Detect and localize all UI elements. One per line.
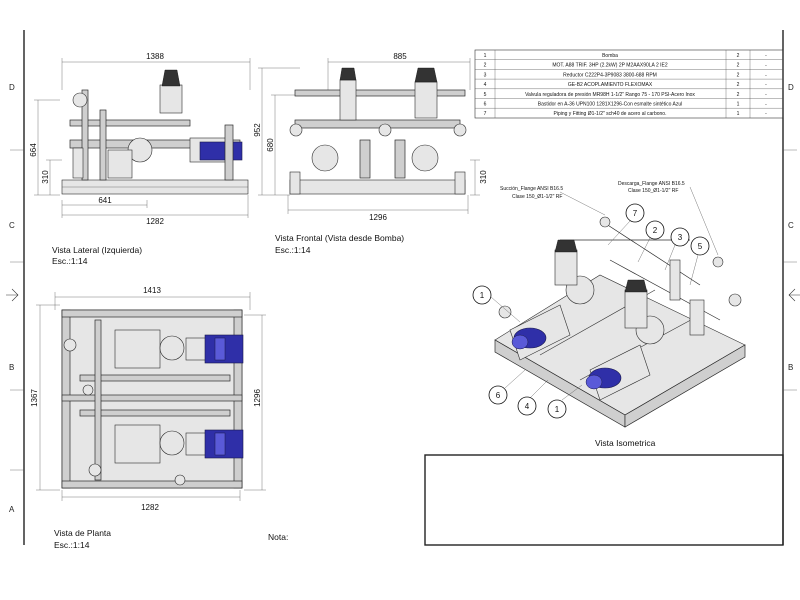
balloon-1-bottom: 1 bbox=[547, 384, 583, 419]
center-mark-right bbox=[788, 288, 800, 302]
svg-text:2: 2 bbox=[737, 63, 740, 69]
plan-scale: Esc.:1:14 bbox=[54, 540, 90, 550]
svg-text:-: - bbox=[765, 111, 767, 117]
svg-text:2: 2 bbox=[737, 92, 740, 98]
dim-frontal-mid: 680 bbox=[266, 138, 275, 152]
svg-text:Bomba: Bomba bbox=[602, 53, 618, 59]
svg-text:2: 2 bbox=[737, 82, 740, 88]
frontal-scale: Esc.:1:14 bbox=[275, 245, 311, 255]
svg-text:-: - bbox=[765, 63, 767, 69]
dim-lateral-mid: 641 bbox=[98, 196, 112, 205]
suction-callout-line2: Clase 150_Ø1-1/2" RF bbox=[512, 194, 562, 200]
lateral-caption: Vista Lateral (Izquierda) bbox=[52, 245, 142, 255]
balloon-7: 7 bbox=[607, 203, 645, 246]
svg-text:-: - bbox=[765, 92, 767, 98]
svg-text:1: 1 bbox=[484, 53, 487, 59]
dim-plan-bottom: 1282 bbox=[141, 503, 159, 512]
zone-right-b: B bbox=[788, 363, 793, 372]
svg-text:Reductor C222P4-3P9083 3800-68: Reductor C222P4-3P9083 3800-688 RPM bbox=[563, 72, 657, 78]
dim-lateral-bottom: 1282 bbox=[146, 217, 164, 226]
dim-frontal-height: 952 bbox=[253, 123, 262, 137]
bom-row: 4 GE-B2 ACOPLAMIENTO FLEXOMAX 2 - bbox=[484, 82, 768, 88]
zone-left-a: A bbox=[9, 505, 15, 514]
bom-table: 1 Bomba 2 - 2 MOT. A88 TRIF. 3HP (2.2kW)… bbox=[474, 49, 784, 119]
title-block bbox=[424, 454, 784, 546]
svg-text:2: 2 bbox=[653, 226, 658, 235]
nota-label: Nota: bbox=[268, 532, 288, 542]
balloon-3: 3 bbox=[664, 227, 690, 271]
zone-right-c: C bbox=[788, 221, 794, 230]
dim-plan-height: 1367 bbox=[30, 389, 39, 407]
bom-row: 7 Piping y Fitting Ø1-1/2" sch40 de acer… bbox=[484, 111, 768, 117]
dim-plan-top: 1413 bbox=[143, 286, 161, 295]
discharge-callout-line1: Descarga_Flange ANSI B16.5 bbox=[618, 181, 685, 187]
dim-lateral-top: 1388 bbox=[146, 52, 164, 61]
iso-caption: Vista Isometrica bbox=[595, 438, 656, 448]
svg-text:7: 7 bbox=[633, 209, 638, 218]
svg-text:Valvula reguladora de presión: Valvula reguladora de presión MR98H 1-1/… bbox=[525, 92, 695, 98]
bom-row: 1 Bomba 2 - bbox=[484, 53, 768, 59]
discharge-callout-line2: Clase 150_Ø1-1/2" RF bbox=[628, 188, 678, 194]
svg-text:6: 6 bbox=[496, 391, 501, 400]
svg-text:-: - bbox=[765, 72, 767, 78]
svg-text:1: 1 bbox=[555, 405, 560, 414]
balloon-6: 6 bbox=[488, 369, 526, 405]
suction-callout-line1: Succión_Flange ANSI B16.5 bbox=[500, 186, 563, 192]
svg-text:-: - bbox=[765, 102, 767, 108]
balloon-5: 5 bbox=[689, 236, 710, 286]
zone-ticks bbox=[10, 149, 797, 471]
zone-right-d: D bbox=[788, 83, 794, 92]
dim-frontal-bottom: 1296 bbox=[369, 213, 387, 222]
dim-plan-right-height: 1296 bbox=[253, 389, 262, 407]
dim-lateral-height: 664 bbox=[29, 143, 38, 157]
bom-row: 3 Reductor C222P4-3P9083 3800-688 RPM 2 … bbox=[484, 72, 768, 78]
dim-frontal-low: 310 bbox=[479, 170, 488, 184]
bom-row: 5 Valvula reguladora de presión MR98H 1-… bbox=[484, 92, 768, 98]
svg-text:1: 1 bbox=[737, 102, 740, 108]
svg-text:4: 4 bbox=[525, 402, 530, 411]
svg-text:2: 2 bbox=[737, 53, 740, 59]
zone-left-b: B bbox=[9, 363, 14, 372]
center-mark-left bbox=[6, 288, 19, 302]
bom-row: 6 Bastidor en A-36 UPN100 1281X1296-Con … bbox=[484, 102, 768, 108]
frontal-caption: Vista Frontal (Vista desde Bomba) bbox=[275, 233, 404, 243]
balloon-1-left: 1 bbox=[472, 285, 521, 323]
svg-text:GE-B2 ACOPLAMIENTO FLEXOMAX: GE-B2 ACOPLAMIENTO FLEXOMAX bbox=[568, 82, 653, 88]
frontal-view: 885 952 680 310 1296 bbox=[253, 52, 488, 222]
zone-left-c: C bbox=[9, 221, 15, 230]
svg-text:6: 6 bbox=[484, 102, 487, 108]
svg-text:-: - bbox=[765, 82, 767, 88]
zone-left-d: D bbox=[9, 83, 15, 92]
svg-text:5: 5 bbox=[698, 242, 703, 251]
svg-text:MOT. A88 TRIF. 3HP (2.2kW) 2P: MOT. A88 TRIF. 3HP (2.2kW) 2P M2AAX90LA … bbox=[552, 63, 668, 69]
dim-frontal-top: 885 bbox=[393, 52, 407, 61]
svg-text:5: 5 bbox=[484, 92, 487, 98]
svg-text:2: 2 bbox=[737, 72, 740, 78]
svg-text:Piping y Fitting Ø1-1/2" sch40: Piping y Fitting Ø1-1/2" sch40 de acero … bbox=[554, 111, 667, 117]
svg-text:1: 1 bbox=[480, 291, 485, 300]
svg-text:3: 3 bbox=[484, 72, 487, 78]
svg-text:2: 2 bbox=[484, 63, 487, 69]
svg-text:3: 3 bbox=[678, 233, 683, 242]
dim-lateral-low: 310 bbox=[41, 170, 50, 184]
bom-row: 2 MOT. A88 TRIF. 3HP (2.2kW) 2P M2AAX90L… bbox=[484, 63, 768, 69]
lateral-scale: Esc.:1:14 bbox=[52, 256, 88, 266]
plan-view: 1413 1367 1296 1282 bbox=[30, 286, 266, 512]
svg-text:1: 1 bbox=[737, 111, 740, 117]
lateral-view: 1388 664 310 641 1282 bbox=[29, 52, 251, 226]
svg-text:4: 4 bbox=[484, 82, 487, 88]
isometric-view bbox=[494, 216, 746, 428]
svg-text:Bastidor en A-36 UPN100 1281X1: Bastidor en A-36 UPN100 1281X1296-Con es… bbox=[538, 102, 683, 108]
balloon-2: 2 bbox=[637, 220, 665, 263]
svg-text:7: 7 bbox=[484, 111, 487, 117]
plan-caption: Vista de Planta bbox=[54, 528, 111, 538]
svg-text:-: - bbox=[765, 53, 767, 59]
balloon-4: 4 bbox=[517, 379, 549, 416]
